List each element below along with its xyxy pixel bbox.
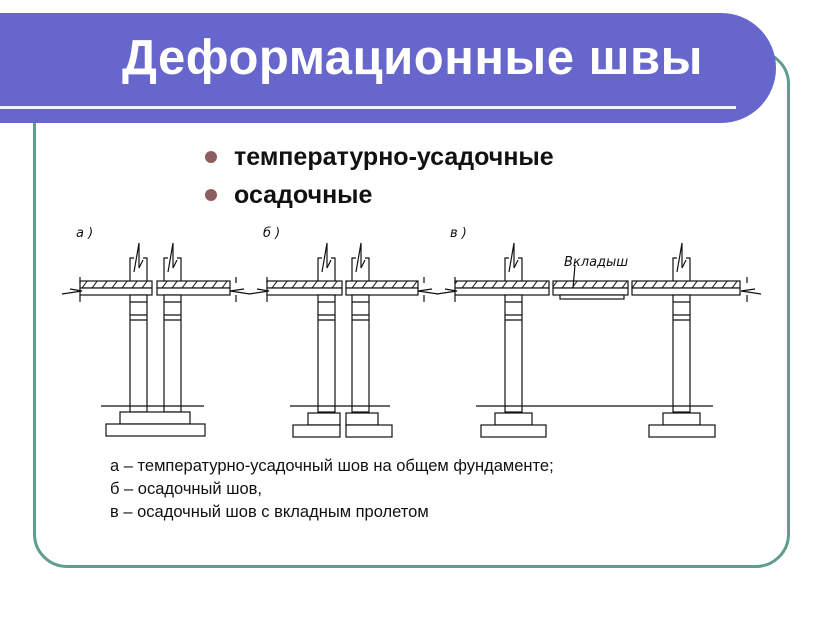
title-band xyxy=(0,13,776,123)
break-line-icon xyxy=(417,277,439,302)
foundation-upper xyxy=(662,412,701,426)
caption-line-c: в – осадочный шов с вкладным пролетом xyxy=(110,503,429,521)
bullet-list: температурно-усадочные осадочные xyxy=(205,138,554,214)
break-line-icon xyxy=(436,277,458,302)
bullet-dot-icon xyxy=(205,151,217,163)
wall-break-icon xyxy=(129,242,148,281)
diagram-label-c: в ) xyxy=(450,226,467,241)
foundation-lower xyxy=(105,423,206,437)
wall-break-icon xyxy=(504,242,523,281)
column xyxy=(351,294,370,413)
slab xyxy=(552,287,629,296)
slab xyxy=(454,287,550,296)
column xyxy=(163,294,182,413)
slab xyxy=(156,287,231,296)
title-underline xyxy=(0,106,736,109)
break-line-icon xyxy=(229,277,251,302)
break-line-icon xyxy=(740,277,762,302)
wall-break-icon xyxy=(163,242,182,281)
foundation-upper xyxy=(119,411,191,425)
column xyxy=(504,294,523,413)
slide-title: Деформационные швы xyxy=(122,31,703,85)
foundation-lower xyxy=(345,424,393,438)
caption-line-a: а – температурно-усадочный шов на общем … xyxy=(110,457,554,475)
slab-hatched-top xyxy=(454,280,550,289)
foundation-upper xyxy=(307,412,341,426)
slab-hatched-top xyxy=(345,280,419,289)
foundation-lower xyxy=(648,424,716,438)
slab xyxy=(345,287,419,296)
caption: а – температурно-усадочный шов на общем … xyxy=(110,455,554,524)
bullet-text: температурно-усадочные xyxy=(234,142,554,171)
structure-drawing xyxy=(61,242,762,438)
slab xyxy=(631,287,741,296)
insert-label: Вкладыш xyxy=(564,255,628,270)
slab-hatched-top xyxy=(156,280,231,289)
column xyxy=(317,294,336,413)
slab xyxy=(266,287,343,296)
insert-leader xyxy=(572,264,576,289)
foundation-upper xyxy=(494,412,533,426)
wall-break-icon xyxy=(317,242,336,281)
slab-hatched-top xyxy=(266,280,343,289)
wall-break-icon xyxy=(672,242,691,281)
foundation-lower xyxy=(480,424,547,438)
bullet-item: температурно-усадочные xyxy=(205,138,554,176)
column xyxy=(672,294,691,413)
break-line-icon xyxy=(248,277,270,302)
column xyxy=(129,294,148,413)
caption-line-b: б – осадочный шов, xyxy=(110,480,262,498)
slab xyxy=(79,287,153,296)
diagram-label-b: б ) xyxy=(263,226,280,241)
bullet-item: осадочные xyxy=(205,176,554,214)
slab-hatched-top xyxy=(79,280,153,289)
slab-hatched-top xyxy=(552,280,629,289)
slab-hatched-top xyxy=(631,280,741,289)
wall-break-icon xyxy=(351,242,370,281)
bullet-text: осадочные xyxy=(234,180,373,209)
bullet-dot-icon xyxy=(205,189,217,201)
diagram-label-a: а ) xyxy=(76,226,93,241)
insert-span xyxy=(559,294,625,300)
foundation-lower xyxy=(292,424,341,438)
break-line-icon xyxy=(61,277,83,302)
foundation-upper xyxy=(345,412,379,426)
